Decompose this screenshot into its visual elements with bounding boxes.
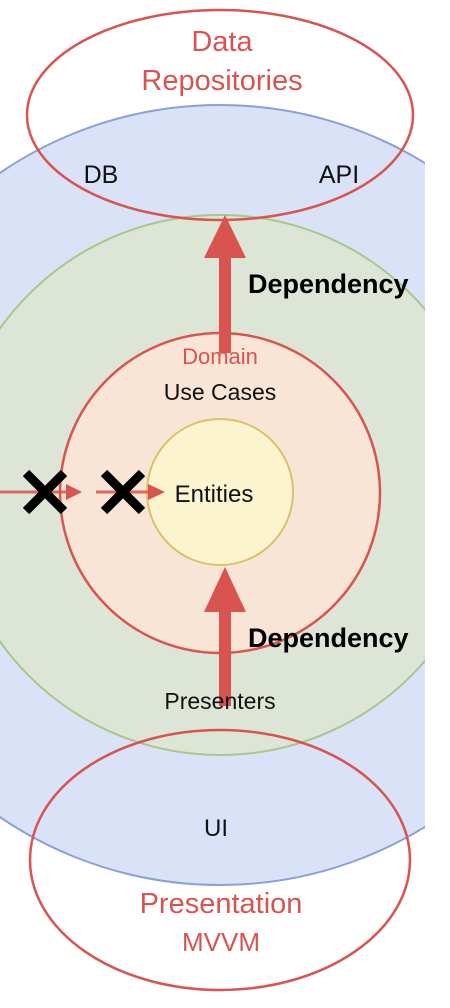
use-cases-label: Use Cases [164,379,276,405]
presentation-ellipse [28,728,412,992]
entities-label: Entities [175,481,254,508]
repositories-title-line2: Repositories [141,65,302,97]
dependency-arrow-top-head [204,215,246,258]
domain-title: Domain [182,344,258,369]
presentation-title-line1: Presentation [140,888,303,920]
repositories-title-line1: Data [191,26,253,58]
presentation-title-line2: MVVM [182,927,260,957]
db-label: DB [84,161,119,189]
cross-mark-icon [100,469,146,515]
ui-label: UI [204,815,228,842]
blocked-arrow-inner-head [148,484,165,500]
blocked-arrow-left-head [66,484,82,500]
cross-mark-icon [22,469,68,515]
presenters-label: Presenters [164,688,275,714]
dependency-arrow-top-shaft [219,255,231,353]
dependency-label-bottom: Dependency [248,623,409,653]
api-label: API [319,161,359,189]
data-repositories-ellipse [25,8,415,222]
dependency-label-top: Dependency [248,269,409,299]
dependency-arrow-bottom-head [204,567,246,612]
dependency-arrow-bottom-shaft [219,608,231,706]
